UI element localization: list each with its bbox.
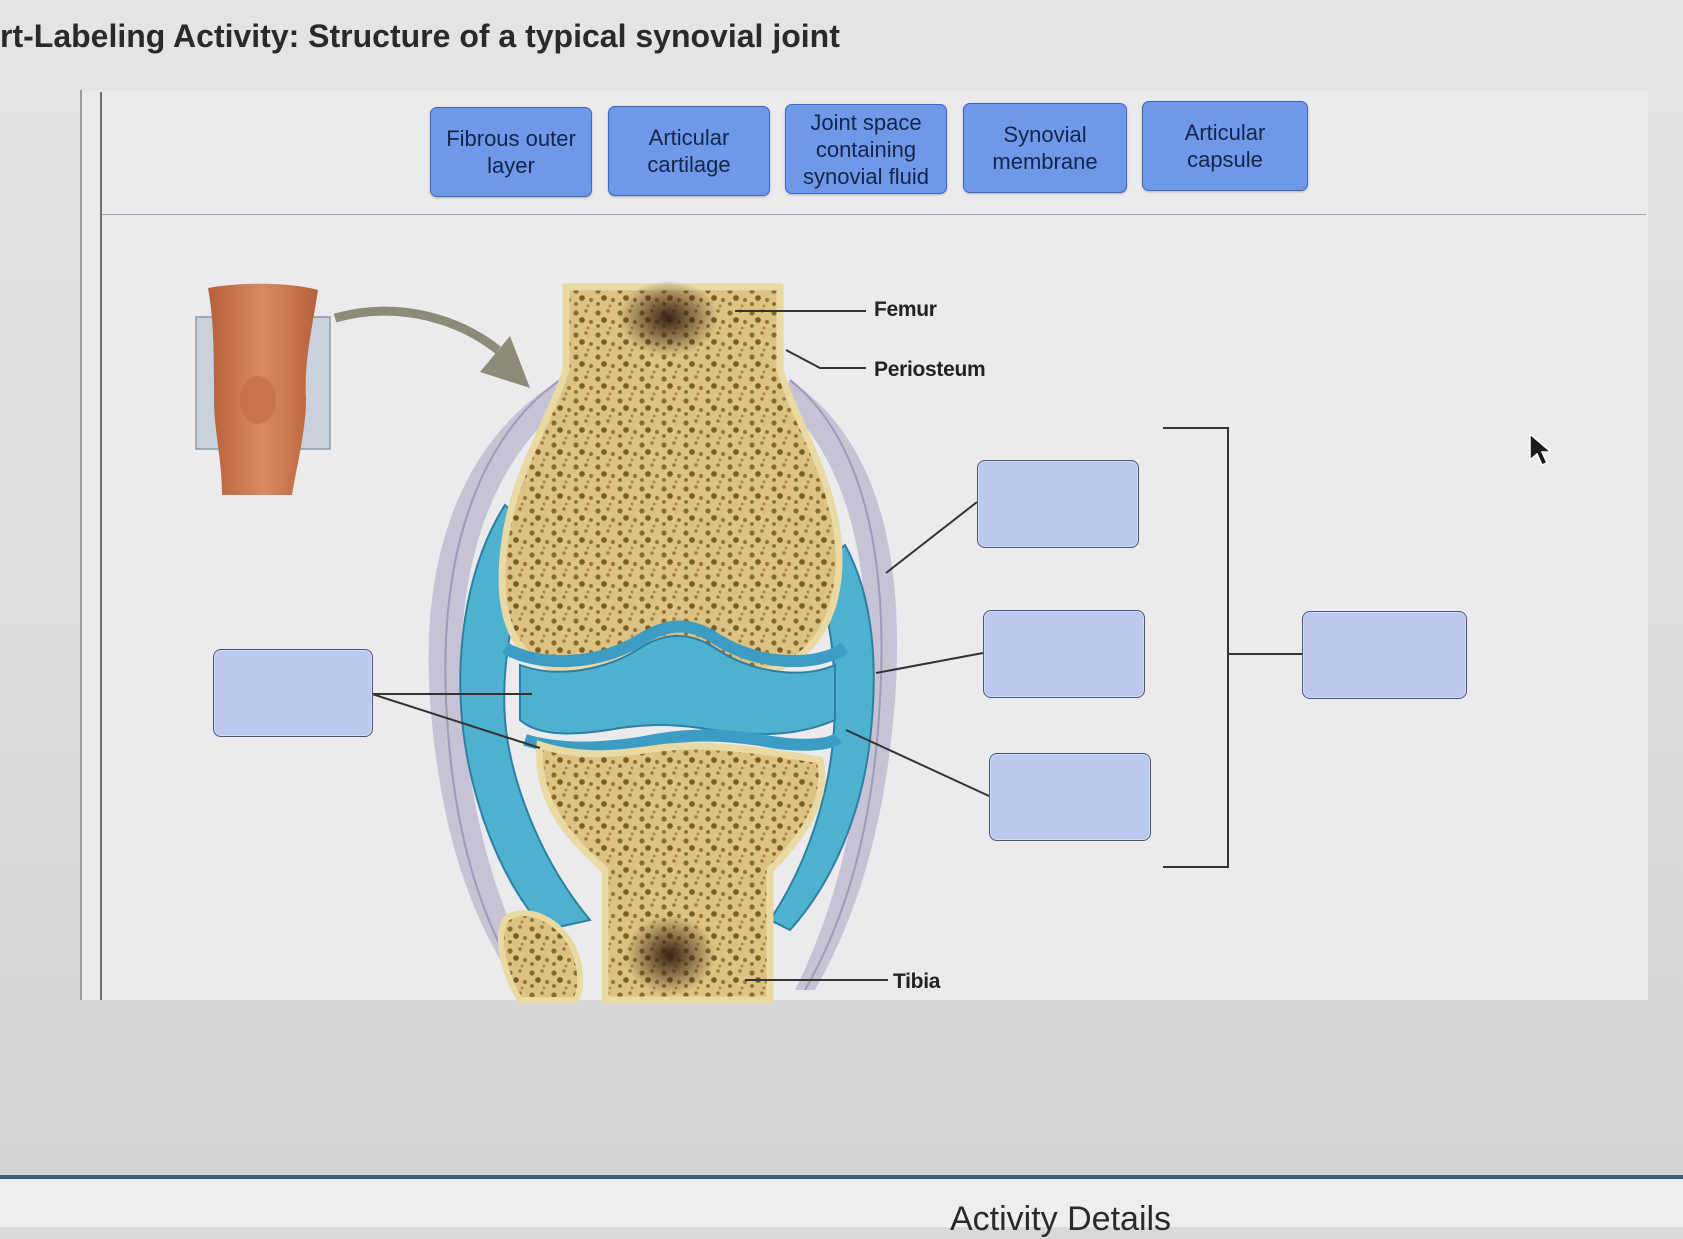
drop-target-right-top[interactable] [977,460,1139,548]
articular-capsule [428,379,898,991]
fibula-bone [497,910,584,1003]
leader-lines [371,310,1302,981]
label-chip-text: Synovial membrane [992,122,1098,174]
label-chip-text: Joint space containing synovial fluid [803,109,929,189]
pointer-arrow [333,306,530,388]
femur-bone [498,280,843,674]
label-chip-text: Articular capsule [1184,120,1266,172]
joint-space-fluid [519,635,836,736]
tibia-bone [536,740,826,1004]
panel-border [100,92,102,1000]
drop-target-right-bottom[interactable] [989,753,1151,841]
label-chip-text: Fibrous outer layer [446,126,576,178]
label-periosteum: Periosteum [874,358,986,381]
footer-area [0,1179,1683,1227]
page-title: rt-Labeling Activity: Structure of a typ… [0,18,840,54]
femur-articular-cartilage [502,620,849,668]
knee-thumbnail [195,283,331,495]
label-chip-fibrous-outer-layer[interactable]: Fibrous outer layer [430,107,592,197]
drop-target-left[interactable] [213,649,373,737]
label-chip-articular-capsule[interactable]: Articular capsule [1142,101,1308,191]
label-tibia: Tibia [893,970,941,993]
footer-divider [0,1175,1683,1179]
label-chip-articular-cartilage[interactable]: Articular cartilage [608,106,770,196]
drop-target-bracket[interactable] [1302,611,1467,699]
label-chip-synovial-membrane[interactable]: Synovial membrane [963,103,1127,193]
drop-target-right-middle[interactable] [983,610,1145,698]
activity-details-heading: Activity Details [950,1200,1172,1238]
label-chip-joint-space[interactable]: Joint space containing synovial fluid [785,104,947,194]
tibia-articular-cartilage [523,729,842,754]
mouse-cursor-icon [1529,432,1554,466]
label-bank-divider [102,214,1646,215]
label-chip-text: Articular cartilage [647,125,731,177]
label-femur: Femur [874,298,937,321]
